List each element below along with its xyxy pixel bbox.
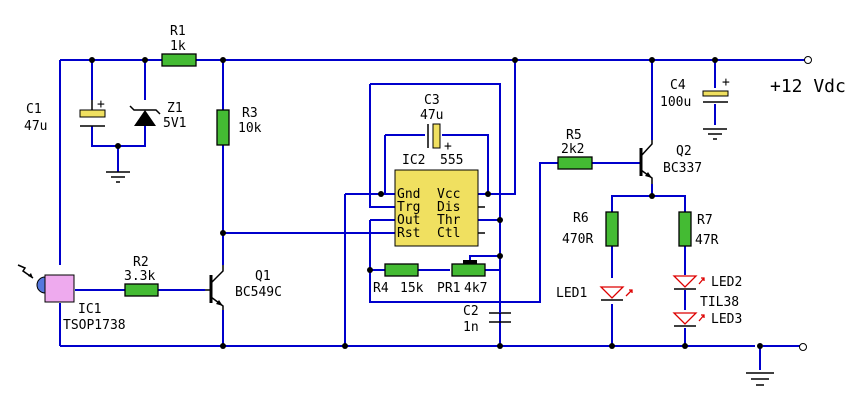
- svg-text:2k2: 2k2: [561, 142, 584, 157]
- svg-text:470R: 470R: [562, 232, 593, 247]
- ground-symbol-1: [106, 171, 130, 183]
- svg-text:IC2: IC2: [402, 153, 425, 168]
- resistor-r6: R6 470R: [562, 211, 619, 247]
- svg-text:Dis: Dis: [437, 200, 460, 215]
- svg-text:+: +: [97, 97, 105, 112]
- svg-text:LED1: LED1: [556, 286, 587, 301]
- svg-text:BC549C: BC549C: [235, 285, 282, 300]
- resistor-r3: R3 10k: [216, 106, 262, 146]
- svg-text:Z1: Z1: [167, 101, 183, 116]
- out-to-r5-wire: [369, 162, 558, 303]
- transistor-q2: Q2 BC337: [639, 140, 702, 184]
- positive-terminal[interactable]: [804, 56, 812, 64]
- svg-text:5V1: 5V1: [163, 116, 186, 131]
- svg-text:IC1: IC1: [78, 302, 101, 317]
- svg-text:C2: C2: [463, 304, 479, 319]
- ground-terminal[interactable]: [799, 343, 807, 351]
- svg-text:1n: 1n: [463, 320, 479, 335]
- svg-text:BC337: BC337: [663, 161, 702, 176]
- junctions: [89, 57, 763, 349]
- supply-voltage-label: +12 Vdc: [770, 76, 846, 97]
- trg-wire: [369, 84, 395, 208]
- r4-pr1-wires: [370, 255, 500, 271]
- led2: LED2: [672, 275, 742, 290]
- capacitor-c2: C2 1n: [463, 302, 511, 335]
- ir-receiver-ic1: IC1 TSOP1738: [17, 264, 126, 333]
- svg-text:47R: 47R: [695, 233, 719, 248]
- svg-text:Trg: Trg: [397, 200, 420, 215]
- svg-text:3.3k: 3.3k: [124, 269, 155, 284]
- svg-text:100u: 100u: [660, 95, 691, 110]
- svg-text:Thr: Thr: [437, 213, 461, 228]
- timer-ic2: Gnd Trg Out Rst Vcc Dis Thr Ctl IC2 555: [394, 153, 485, 247]
- svg-text:Q2: Q2: [676, 144, 692, 159]
- svg-text:+: +: [444, 139, 452, 154]
- resistor-r2: R2 3.3k: [124, 255, 159, 297]
- capacitor-c3: + C3 47u: [420, 93, 452, 154]
- q2-emitter-wire: [611, 184, 686, 212]
- c3-wires: [385, 134, 489, 194]
- svg-text:R6: R6: [573, 211, 589, 226]
- svg-text:R2: R2: [133, 255, 149, 270]
- resistor-r7: R7 47R: [678, 211, 719, 248]
- ground-symbol-2: [703, 128, 727, 140]
- potentiometer-pr1: PR1 4k7: [437, 260, 487, 296]
- svg-text:555: 555: [440, 153, 463, 168]
- svg-text:Rst: Rst: [397, 226, 420, 241]
- wires: [59, 59, 805, 370]
- svg-text:Ctl: Ctl: [437, 226, 460, 241]
- svg-text:R1: R1: [170, 24, 186, 39]
- svg-text:Gnd: Gnd: [397, 187, 420, 202]
- svg-text:Q1: Q1: [255, 269, 271, 284]
- transistor-q1: Q1 BC549C: [205, 265, 282, 310]
- svg-text:Vcc: Vcc: [437, 187, 460, 202]
- svg-text:R5: R5: [566, 128, 582, 143]
- svg-text:47u: 47u: [420, 108, 443, 123]
- capacitor-c1: + C1 47u: [24, 97, 106, 134]
- svg-text:C1: C1: [26, 102, 42, 117]
- svg-text:+: +: [722, 75, 730, 90]
- svg-text:LED3: LED3: [711, 312, 742, 327]
- svg-text:Out: Out: [397, 213, 420, 228]
- svg-text:TSOP1738: TSOP1738: [63, 318, 126, 333]
- svg-text:R4: R4: [373, 281, 389, 296]
- svg-text:PR1: PR1: [437, 281, 460, 296]
- svg-text:R3: R3: [242, 106, 258, 121]
- zener-z1: Z1 5V1: [129, 101, 186, 131]
- resistor-r5: R5 2k2: [557, 128, 593, 170]
- svg-text:R7: R7: [697, 213, 713, 228]
- svg-text:LED2: LED2: [711, 275, 742, 290]
- svg-text:C3: C3: [424, 93, 440, 108]
- svg-text:10k: 10k: [238, 121, 262, 136]
- resistor-r1: R1 1k: [161, 24, 197, 67]
- svg-text:1k: 1k: [170, 39, 186, 54]
- vcc-wire: [478, 60, 516, 195]
- resistor-r4: R4 15k: [373, 263, 424, 296]
- ground-symbol-3: [746, 372, 774, 386]
- svg-text:C4: C4: [670, 78, 686, 93]
- svg-text:4k7: 4k7: [464, 281, 487, 296]
- led3: LED3: [672, 312, 742, 327]
- svg-text:47u: 47u: [24, 119, 47, 134]
- capacitor-c4: + C4 100u: [660, 75, 730, 110]
- svg-text:15k: 15k: [400, 281, 424, 296]
- led-type-label: TIL38: [700, 295, 739, 310]
- led1: LED1: [556, 286, 633, 301]
